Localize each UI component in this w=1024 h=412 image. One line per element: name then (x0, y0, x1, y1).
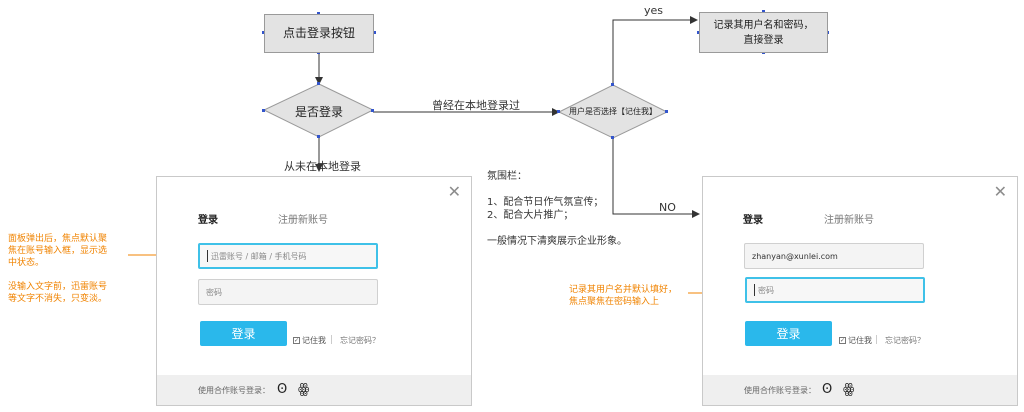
node-record-user: 记录其用户名和密码， 直接登录 (699, 12, 828, 53)
remember-me-checkbox[interactable]: ✓ 记住我 (839, 335, 872, 346)
remember-me-checkbox[interactable]: ✓ 记住我 (293, 335, 326, 346)
partner-login-bar: 使用合作账号登录： Ꙩ ꙮ (157, 375, 471, 405)
remember-me-label: 记住我 (302, 336, 326, 345)
password-placeholder: 密码 (206, 287, 222, 297)
login-button[interactable]: 登录 (745, 321, 832, 346)
tab-login[interactable]: 登录 (743, 215, 763, 226)
partner-login-bar: 使用合作账号登录： Ꙩ ꙮ (703, 375, 1017, 405)
password-input[interactable]: 密码 (745, 277, 925, 303)
edge-label-yes: yes (644, 4, 664, 17)
qq-icon[interactable]: ꙮ (298, 382, 310, 397)
edge-label-no: NO (659, 201, 676, 214)
password-input[interactable]: 密码 (198, 279, 378, 305)
annotation-left-placeholder: 没输入文字前，迅雷账号 等文字不消失，只变淡。 (8, 282, 108, 304)
login-button[interactable]: 登录 (200, 321, 287, 346)
weibo-icon[interactable]: Ꙩ (277, 382, 288, 397)
divider (876, 335, 877, 344)
close-icon[interactable]: ✕ (447, 182, 461, 201)
tab-register[interactable]: 注册新账号 (824, 215, 874, 226)
checkbox-icon: ✓ (839, 337, 846, 344)
annotation-left-focus: 面板弹出后，焦点默认聚 焦在账号输入框，显示选 中状态。 (8, 234, 108, 268)
login-panel-remembered: ✕ 登录 注册新账号 zhanyan@xunlei.com 密码 登录 ✓ 记住… (702, 176, 1018, 406)
account-placeholder: 迅雷账号 / 邮箱 / 手机号码 (211, 251, 307, 261)
qq-icon[interactable]: ꙮ (843, 382, 855, 397)
account-value: zhanyan@xunlei.com (752, 251, 838, 261)
forgot-password-link[interactable]: 忘记密码？ (885, 336, 925, 345)
weibo-icon[interactable]: Ꙩ (822, 382, 833, 397)
tab-register[interactable]: 注册新账号 (278, 215, 328, 226)
edge-label-logged-before: 曾经在本地登录过 (432, 99, 520, 112)
atmosphere-note: 氛围栏： 1、配合节日作气氛宣传； 2、配合大片推广； 一般情况下清爽展示企业形… (487, 171, 627, 247)
label-remember-choice: 用户是否选择【记住我】 (569, 107, 657, 116)
node-click-login: 点击登录按钮 (264, 14, 374, 53)
password-placeholder: 密码 (758, 285, 774, 295)
text-caret (207, 250, 208, 262)
partner-login-label: 使用合作账号登录： (198, 386, 270, 395)
annotation-right-focus: 记录其用户名并默认填好， 焦点聚焦在密码输入上 (569, 285, 678, 307)
partner-login-label: 使用合作账号登录： (744, 386, 816, 395)
label-is-logged-in: 是否登录 (294, 105, 343, 119)
edge-label-never-logged: 从未在本地登录 (284, 160, 361, 173)
remember-me-label: 记住我 (848, 336, 872, 345)
edge-yes (612, 16, 698, 85)
edge-no (612, 138, 700, 218)
login-panel-empty: ✕ 登录 注册新账号 迅雷账号 / 邮箱 / 手机号码 密码 登录 ✓ 记住我 … (156, 176, 472, 406)
text-caret (754, 284, 755, 296)
tab-login[interactable]: 登录 (198, 215, 218, 226)
divider (331, 335, 332, 344)
account-input[interactable]: 迅雷账号 / 邮箱 / 手机号码 (198, 243, 378, 269)
forgot-password-link[interactable]: 忘记密码？ (340, 336, 380, 345)
account-input[interactable]: zhanyan@xunlei.com (744, 243, 924, 269)
checkbox-icon: ✓ (293, 337, 300, 344)
close-icon[interactable]: ✕ (993, 182, 1007, 201)
